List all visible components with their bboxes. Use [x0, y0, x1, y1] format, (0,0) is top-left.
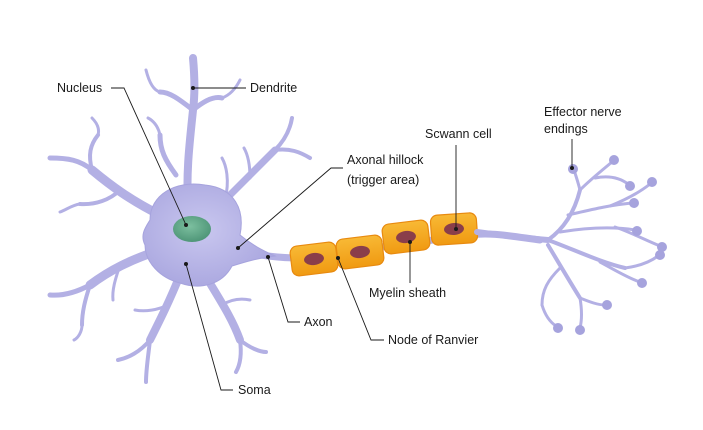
schwann-nucleus [396, 230, 416, 244]
axon-terminals [474, 160, 662, 330]
myelin-segment [381, 219, 431, 255]
label-node-of-ranvier: Node of Ranvier [388, 333, 478, 347]
label-schwann-cell: Scwann cell [425, 127, 492, 141]
label-soma: Soma [238, 383, 271, 397]
label-dendrite: Dendrite [250, 81, 297, 95]
label-myelin-sheath: Myelin sheath [369, 286, 446, 300]
myelin-sheath [289, 212, 479, 277]
leaders [111, 86, 574, 391]
myelin-segment [335, 234, 385, 270]
label-effector-endings: endings [544, 122, 588, 136]
myelin-segment [289, 241, 339, 277]
label-axonal-hillock-sub: (trigger area) [347, 173, 419, 187]
label-axonal-hillock: Axonal hillock [347, 153, 424, 167]
label-axon: Axon [304, 315, 333, 329]
terminal-bulbs [553, 155, 667, 335]
label-effector-nerve: Effector nerve [544, 105, 622, 119]
label-nucleus: Nucleus [57, 81, 102, 95]
schwann-nucleus [304, 252, 324, 266]
nucleus [173, 216, 211, 242]
soma [142, 183, 277, 287]
schwann-nucleus [350, 245, 370, 259]
